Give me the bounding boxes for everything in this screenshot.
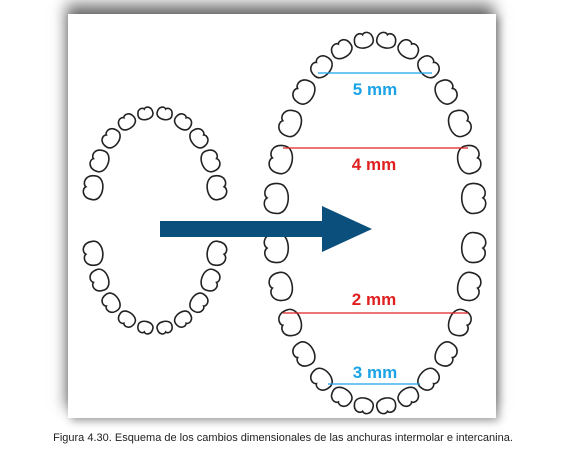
small-upper-tooth	[89, 149, 110, 173]
large-upper-tooth	[292, 79, 316, 105]
large-lower-tooth	[292, 341, 316, 367]
small-upper-tooth	[137, 106, 154, 121]
growth-arrow	[160, 206, 372, 252]
large-upper-tooth	[353, 31, 374, 49]
small-upper-tooth	[82, 175, 104, 201]
arrow-head	[322, 206, 372, 252]
large-lower-tooth	[330, 386, 353, 408]
arrow-shaft	[160, 221, 330, 237]
large-lower-tooth	[460, 231, 487, 264]
large-upper-tooth	[460, 182, 487, 215]
large-upper-tooth	[447, 109, 472, 138]
small-lower-tooth	[206, 240, 228, 266]
large-dental-arches	[263, 31, 487, 415]
figure-frame	[68, 14, 496, 418]
measurement-2mm: 2 mm	[283, 290, 468, 314]
large-lower-tooth	[263, 231, 290, 264]
small-lower-tooth	[82, 240, 104, 266]
large-upper-tooth	[417, 55, 440, 79]
large-upper-tooth	[263, 182, 290, 215]
large-lower-tooth	[310, 367, 333, 391]
large-lower-tooth	[417, 367, 440, 391]
measure-label-3mm: 3 mm	[353, 363, 397, 382]
large-upper-tooth	[456, 144, 482, 175]
measure-label-4mm: 4 mm	[352, 155, 396, 174]
small-dental-arches	[82, 106, 228, 335]
small-upper-tooth	[117, 113, 137, 131]
small-lower-tooth	[173, 310, 193, 328]
large-lower-tooth	[456, 271, 482, 302]
measurement-3mm: 3 mm	[328, 363, 420, 385]
measure-label-2mm: 2 mm	[352, 290, 396, 309]
small-upper-tooth	[200, 149, 221, 173]
small-upper-tooth	[173, 113, 193, 131]
large-upper-tooth	[434, 79, 458, 105]
large-upper-tooth	[268, 144, 294, 175]
small-upper-tooth	[156, 106, 173, 121]
small-lower-tooth	[200, 268, 221, 292]
large-lower-tooth	[447, 308, 472, 337]
large-upper-tooth	[330, 38, 353, 60]
small-lower-tooth	[117, 310, 137, 328]
large-lower-tooth	[278, 308, 303, 337]
large-upper-tooth	[376, 31, 397, 49]
measurement-4mm: 4 mm	[283, 147, 468, 174]
small-lower-tooth	[156, 320, 173, 335]
small-upper-tooth	[189, 127, 209, 149]
large-lower-tooth	[353, 397, 374, 415]
large-upper-tooth	[278, 109, 303, 138]
small-lower-tooth	[89, 268, 110, 292]
large-lower-tooth	[397, 386, 420, 408]
small-lower-tooth	[137, 320, 154, 335]
large-upper-tooth	[397, 38, 420, 60]
small-upper-tooth	[101, 127, 121, 149]
small-lower-tooth	[101, 292, 121, 314]
measurement-5mm: 5 mm	[318, 72, 432, 99]
small-upper-tooth	[206, 175, 228, 201]
large-upper-tooth	[310, 55, 333, 79]
large-lower-tooth	[434, 341, 458, 367]
large-lower-tooth	[376, 397, 397, 415]
large-lower-tooth	[268, 271, 294, 302]
small-lower-tooth	[189, 292, 209, 314]
figure-caption: Figura 4.30. Esquema de los cambios dime…	[53, 432, 513, 444]
measure-label-5mm: 5 mm	[353, 80, 397, 99]
